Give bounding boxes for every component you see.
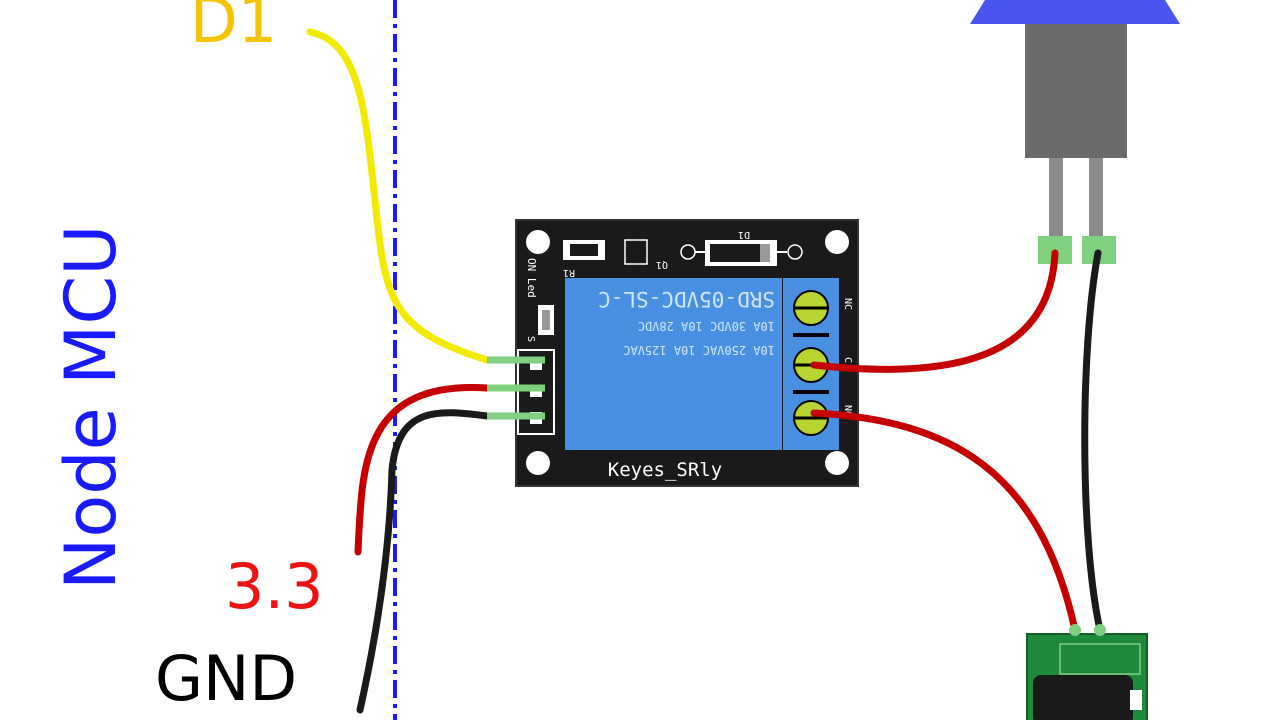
pin-label-3v3: 3.3 xyxy=(225,550,324,623)
terminal-label-c: C xyxy=(842,357,853,363)
relay-board-name: Keyes_SRly xyxy=(608,459,722,481)
transistor-q1 xyxy=(624,239,648,265)
relay-rating-line2: 10A 250VAC 10A 125VAC xyxy=(623,343,775,357)
terminal-label-nc: NC xyxy=(842,298,853,310)
lamp-body xyxy=(1025,24,1127,158)
led-label: ON Led xyxy=(525,258,538,298)
transistor-label: Q1 xyxy=(656,259,668,270)
wire-3v3 xyxy=(354,384,491,556)
relay-rating-line1: 10A 30VDC 10A 28VDC xyxy=(638,319,775,333)
terminal-no xyxy=(793,400,829,436)
header-pin-labels: S xyxy=(525,336,536,342)
relay-body xyxy=(565,278,782,450)
wire-lamp-to-supply xyxy=(1081,249,1104,634)
pin-label-d1: D1 xyxy=(190,0,277,57)
terminal-label-no: NO xyxy=(842,405,853,417)
wire-relay-no-to-supply xyxy=(810,409,1079,634)
pin-label-gnd: GND xyxy=(155,642,297,715)
mount-hole-tl xyxy=(526,230,550,254)
pin-label-s: S xyxy=(525,336,536,342)
input-header xyxy=(517,349,555,435)
lamp xyxy=(970,0,1180,264)
supply-connector xyxy=(1033,675,1133,720)
relay-model-text: SRD-05VDC-SL-C xyxy=(598,287,775,311)
resistor-label: R1 xyxy=(563,267,575,278)
mount-hole-bl xyxy=(526,451,550,475)
power-supply xyxy=(1026,624,1148,720)
mount-hole-tr xyxy=(825,230,849,254)
lamp-cap xyxy=(970,0,1180,24)
wire-gnd xyxy=(356,409,491,714)
mcu-label: Node MCU xyxy=(50,225,132,590)
mount-hole-br xyxy=(825,451,849,475)
relay-module: R1 Q1 D1 ON Led S SRD-05VDC-SL-C 10A 30V… xyxy=(487,219,859,487)
wire-d1 xyxy=(306,28,491,364)
diode-label: D1 xyxy=(738,229,750,240)
wire-relay-c-to-lamp xyxy=(810,249,1059,373)
terminal-nc xyxy=(793,290,829,326)
